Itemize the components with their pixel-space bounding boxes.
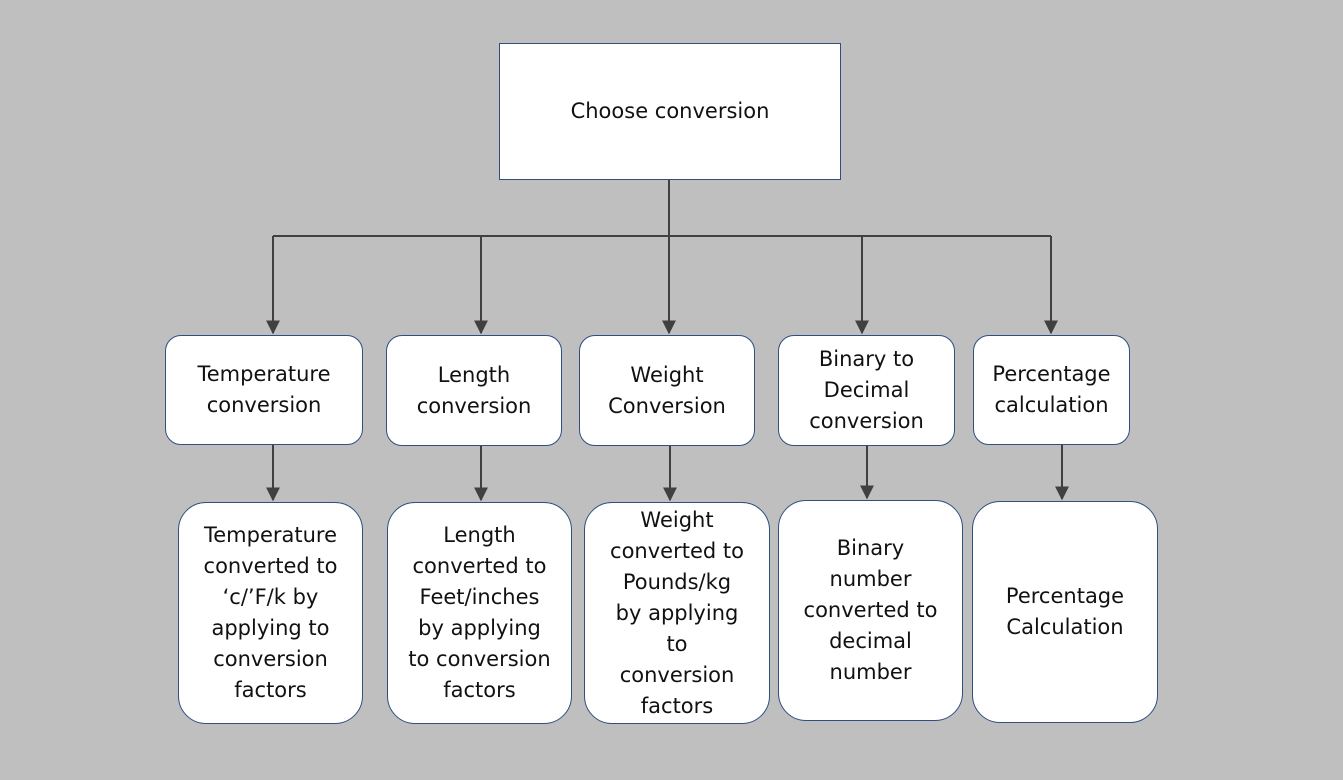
root-box-choose-conversion: Choose conversion xyxy=(499,43,841,180)
detail-box-weight: Weight converted to Pounds/kg by applyin… xyxy=(584,502,770,724)
category-box-length: Length conversion xyxy=(386,335,562,446)
detail-box-binary: Binary number converted to decimal numbe… xyxy=(778,500,963,721)
category-box-weight: Weight Conversion xyxy=(579,335,755,446)
detail-box-length: Length converted to Feet/inches by apply… xyxy=(387,502,572,724)
category-box-temperature: Temperature conversion xyxy=(165,335,363,445)
category-box-binary: Binary to Decimal conversion xyxy=(778,335,955,446)
detail-box-percentage: Percentage Calculation xyxy=(972,501,1158,723)
detail-box-temperature: Temperature converted to ‘c/’F/k by appl… xyxy=(178,502,363,724)
category-box-percentage: Percentage calculation xyxy=(973,335,1130,445)
